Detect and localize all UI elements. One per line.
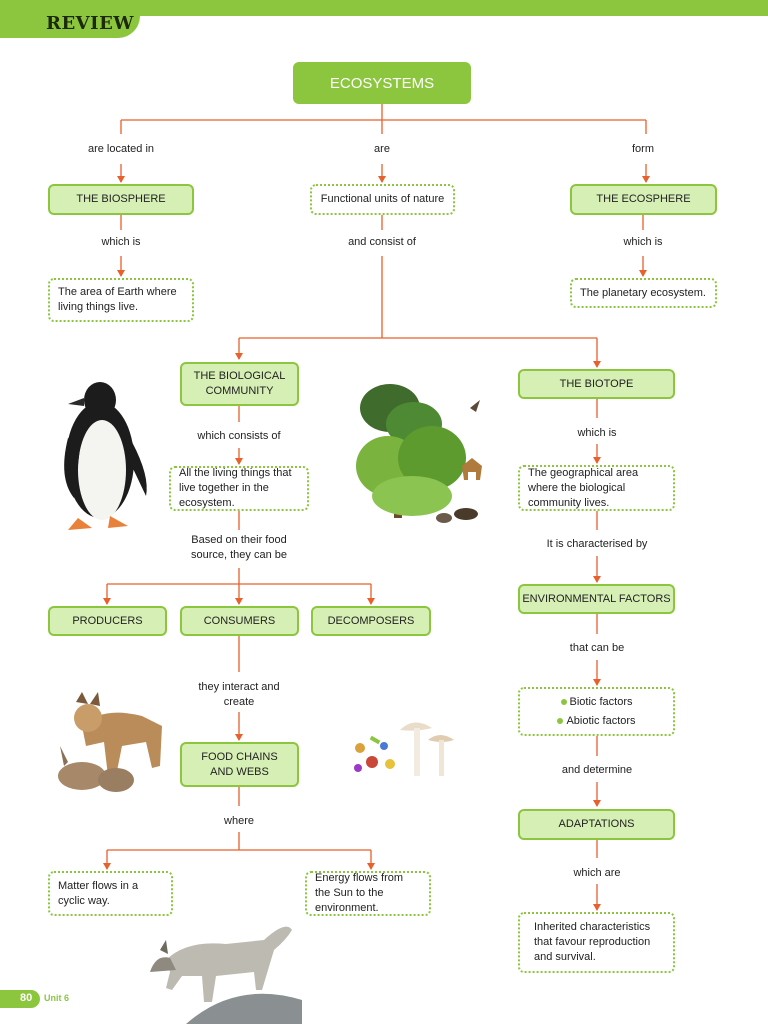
biosphere-definition: The area of Earth where living things li… bbox=[48, 278, 194, 322]
producers-node: PRODUCERS bbox=[48, 606, 167, 636]
connector-where: where bbox=[224, 815, 254, 827]
unit-label: Unit 6 bbox=[44, 993, 70, 1003]
connector-which-are: which are bbox=[573, 867, 621, 879]
adaptations-definition: Inherited characteristics that favour re… bbox=[518, 912, 675, 973]
connector-food-source: Based on their food source, they can be bbox=[190, 534, 287, 561]
factors-list-node: Biotic factors Abiotic factors bbox=[518, 687, 675, 736]
matter-flow-node: Matter flows in a cyclic way. bbox=[48, 871, 173, 916]
page-number: 80 bbox=[20, 992, 33, 1004]
biotope-node: THE BIOTOPE bbox=[518, 369, 675, 399]
connector-and-determine: and determine bbox=[561, 764, 633, 776]
factor-abiotic: Abiotic factors bbox=[557, 714, 636, 729]
connector-interact-create: they interact and create bbox=[198, 681, 280, 708]
connector-which-is-ecosphere: which is bbox=[623, 236, 663, 248]
lynx-and-rabbits-image bbox=[58, 692, 162, 792]
page-number-tab bbox=[0, 990, 40, 1008]
adaptations-node: ADAPTATIONS bbox=[518, 809, 675, 840]
connector-which-consists-of: which consists of bbox=[197, 430, 281, 442]
functional-units-node: Functional units of nature bbox=[310, 184, 455, 215]
forest-image bbox=[356, 384, 482, 523]
energy-flow-node: Energy flows from the Sun to the environ… bbox=[305, 871, 431, 916]
ecosphere-node: THE ECOSPHERE bbox=[570, 184, 717, 215]
connector-form: form bbox=[632, 143, 654, 155]
factor-biotic: Biotic factors bbox=[560, 695, 632, 710]
section-title: REVIEW bbox=[46, 13, 134, 34]
connector-are: are bbox=[374, 143, 390, 155]
penguin-image bbox=[64, 382, 147, 530]
community-definition: All the living things that live together… bbox=[169, 466, 309, 511]
connector-which-is-biotope: which is bbox=[577, 427, 617, 439]
decomposers-node: DECOMPOSERS bbox=[311, 606, 431, 636]
bullet-icon bbox=[560, 699, 567, 705]
bullet-icon bbox=[557, 718, 564, 724]
biosphere-node: THE BIOSPHERE bbox=[48, 184, 194, 215]
food-chains-node: FOOD CHAINS AND WEBS bbox=[180, 742, 299, 787]
connector-consist-of: and consist of bbox=[348, 236, 416, 248]
consumers-node: CONSUMERS bbox=[180, 606, 299, 636]
decomposers-image bbox=[354, 722, 454, 776]
biotope-definition: The geographical area where the biologic… bbox=[518, 465, 675, 511]
connector-located-in: are located in bbox=[87, 143, 155, 155]
biological-community-node: THE BIOLOGICAL COMMUNITY bbox=[180, 362, 299, 406]
ecosystems-node: ECOSYSTEMS bbox=[293, 62, 471, 104]
wolf-image bbox=[150, 926, 302, 1024]
environmental-factors-node: ENVIRONMENTAL FACTORS bbox=[518, 584, 675, 614]
connector-which-is-biosphere: which is bbox=[101, 236, 141, 248]
ecosphere-definition: The planetary ecosystem. bbox=[570, 278, 717, 308]
connector-that-can-be: that can be bbox=[569, 642, 625, 654]
header-bar bbox=[0, 0, 768, 16]
section-tab bbox=[0, 0, 140, 38]
connector-characterised-by: It is characterised by bbox=[546, 538, 648, 550]
